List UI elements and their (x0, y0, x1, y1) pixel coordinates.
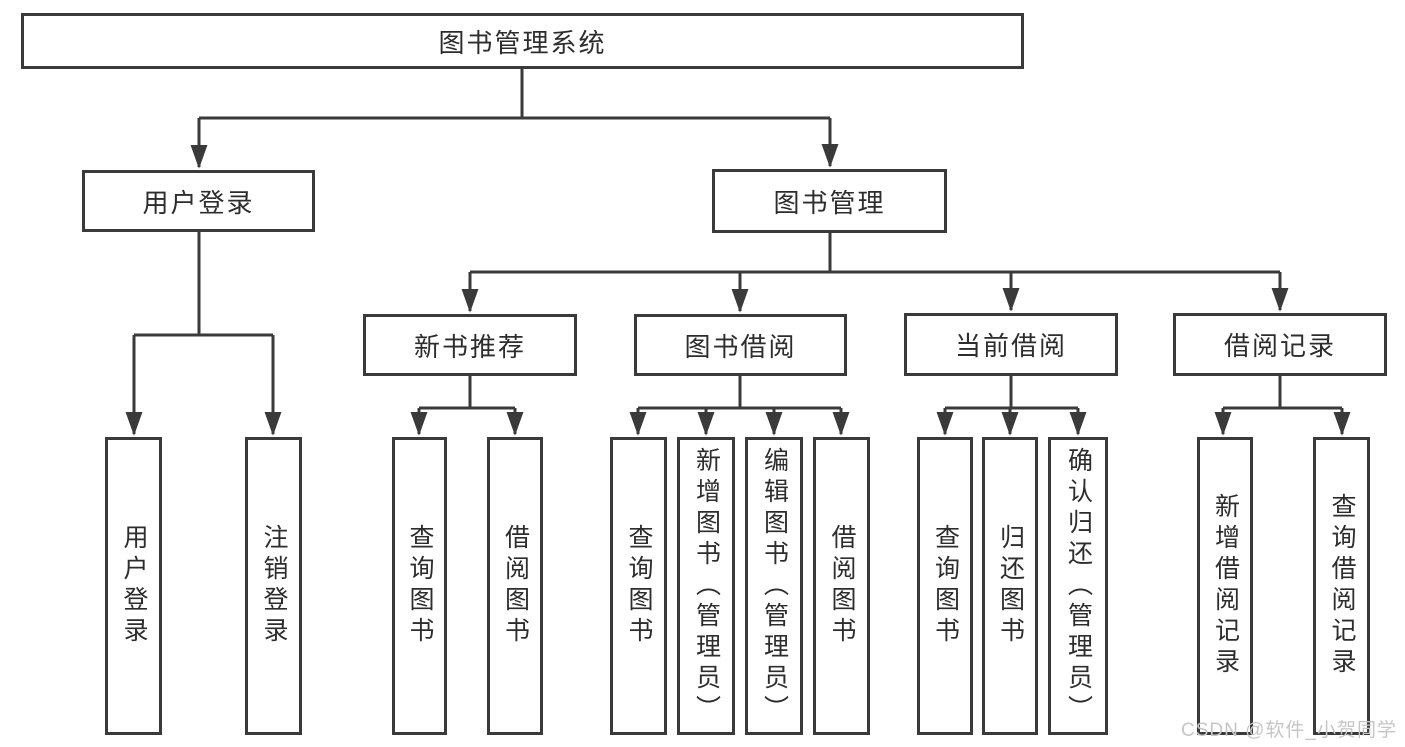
node-library-management-system: 图书管理系统 (21, 13, 1024, 69)
connector-records-stem (1223, 376, 1342, 410)
leaf-borrowing-edit-books: 编辑图书（管理员） (745, 437, 803, 735)
leaf-user-login: 用户登录 (105, 437, 162, 735)
connector-borrowing-stem (638, 376, 841, 410)
node-current-borrowing-label: 当前借阅 (954, 331, 1067, 361)
leaf-current-confirm-return-label: 确认归还（管理员） (1064, 446, 1093, 726)
csdn-watermark: CSDN @软件_小贺同学 (1181, 720, 1397, 741)
leaf-records-add-record-label: 新增借阅记录 (1211, 493, 1240, 679)
connector-login-stem (134, 232, 273, 337)
leaf-records-query-record: 查询借阅记录 (1313, 437, 1370, 735)
leaf-current-return-books-label: 归还图书 (996, 524, 1025, 648)
node-borrowing-records: 借阅记录 (1173, 313, 1387, 376)
leaf-current-return-books: 归还图书 (982, 437, 1038, 735)
leaf-user-login-label: 用户登录 (120, 524, 148, 648)
node-user-login-label: 用户登录 (142, 187, 255, 218)
leaf-logout-label: 注销登录 (260, 524, 288, 648)
leaf-records-add-record: 新增借阅记录 (1197, 437, 1253, 735)
leaf-borrowing-borrow-books-label: 借阅图书 (828, 524, 856, 648)
node-borrowing-records-label: 借阅记录 (1223, 331, 1336, 361)
node-user-login: 用户登录 (82, 170, 315, 232)
leaf-current-query-books-label: 查询图书 (931, 524, 960, 648)
leaf-newbook-query-books-label: 查询图书 (406, 524, 434, 648)
node-new-book-recommendation: 新书推荐 (363, 314, 577, 376)
leaf-current-query-books: 查询图书 (917, 437, 973, 735)
connector-root-stem (199, 69, 830, 120)
leaf-borrowing-query-books-label: 查询图书 (625, 524, 653, 648)
node-book-borrowing: 图书借阅 (634, 314, 847, 376)
leaf-newbook-borrow-books: 借阅图书 (487, 437, 543, 735)
leaf-newbook-query-books: 查询图书 (392, 437, 447, 735)
node-book-borrowing-label: 图书借阅 (684, 331, 797, 362)
node-current-borrowing: 当前借阅 (904, 313, 1118, 376)
leaf-borrowing-query-books: 查询图书 (610, 437, 667, 735)
node-new-book-recommendation-label: 新书推荐 (413, 331, 526, 362)
leaf-newbook-borrow-books-label: 借阅图书 (501, 524, 530, 648)
leaf-borrowing-edit-books-label: 编辑图书（管理员） (760, 446, 789, 726)
connector-newbook-stem (419, 376, 515, 410)
leaf-borrowing-add-books-label: 新增图书（管理员） (692, 446, 721, 726)
leaf-borrowing-add-books: 新增图书（管理员） (677, 437, 735, 735)
connector-current-stem (945, 376, 1078, 410)
connector-management-stem (470, 233, 1280, 274)
leaf-records-query-record-label: 查询借阅记录 (1328, 493, 1356, 679)
leaf-borrowing-borrow-books: 借阅图书 (813, 437, 870, 735)
node-book-management: 图书管理 (712, 169, 947, 233)
node-library-management-system-label: 图书管理系统 (438, 27, 607, 58)
node-book-management-label: 图书管理 (773, 187, 886, 218)
leaf-current-confirm-return: 确认归还（管理员） (1048, 437, 1108, 735)
leaf-logout: 注销登录 (245, 437, 302, 735)
